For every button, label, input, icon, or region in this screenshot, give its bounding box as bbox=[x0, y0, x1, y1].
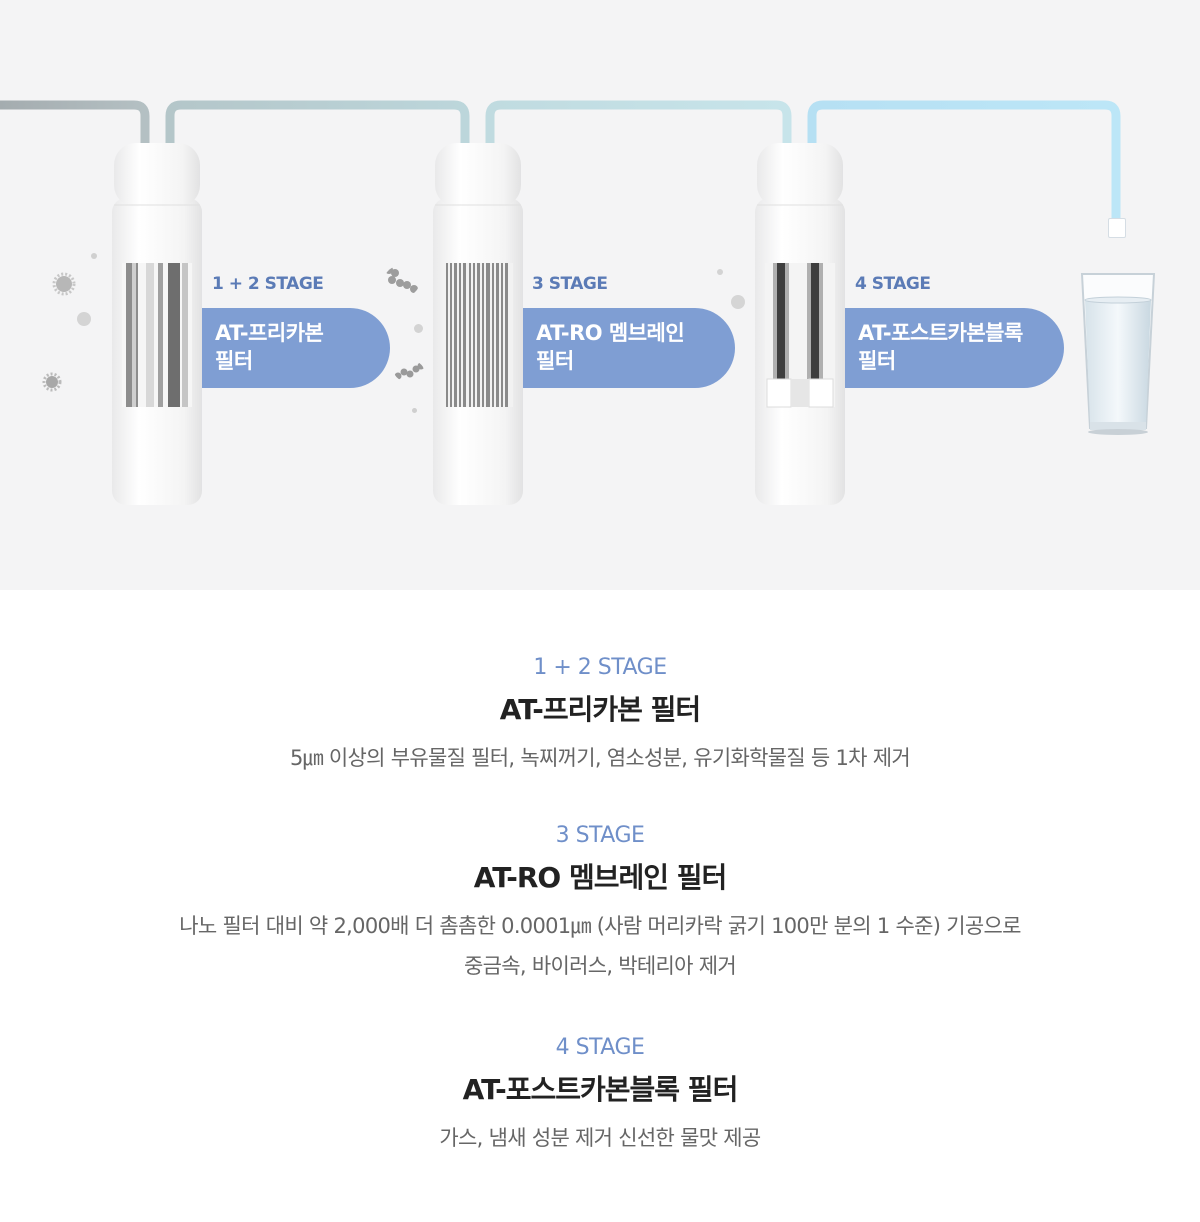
contaminant-particle-icon bbox=[394, 362, 424, 380]
filter-description: 5㎛ 이상의 부유물질 필터, 녹찌꺼기, 염소성분, 유기화학물질 등 1차 … bbox=[289, 746, 911, 770]
contaminant-particle-icon bbox=[412, 408, 417, 413]
contaminant-particle-icon bbox=[414, 324, 423, 333]
filter-cartridge-icon bbox=[755, 143, 845, 505]
stage-tag: 4 STAGE bbox=[855, 274, 931, 294]
filter-description-line: 중금속, 바이러스, 박테리아 제거 bbox=[464, 954, 737, 978]
filter-cartridge-icon bbox=[112, 143, 202, 505]
stage-label: 4 STAGE bbox=[555, 1035, 645, 1060]
filter-description: 가스, 냄새 성분 제거 신선한 물맛 제공 bbox=[439, 1126, 761, 1150]
contaminant-particle-icon bbox=[385, 266, 418, 293]
filter-name-line: AT-RO 멤브레인 bbox=[536, 321, 685, 345]
contaminant-particle-icon bbox=[52, 272, 76, 296]
contaminant-particle-icon bbox=[717, 269, 723, 275]
contaminant-particle-icon bbox=[731, 295, 745, 309]
stage-description: 4 STAGE AT-포스트카본블록 필터 가스, 냄새 성분 제거 신선한 물… bbox=[0, 1035, 1200, 1158]
contaminant-particle-icon bbox=[42, 372, 62, 392]
filter-title: AT-프리카본 필터 bbox=[499, 693, 701, 726]
stage-label: 3 STAGE bbox=[555, 823, 645, 848]
filter-description: 나노 필터 대비 약 2,000배 더 촘촘한 0.0001㎛ (사람 머리카락… bbox=[0, 906, 1200, 986]
faucet-nozzle-icon bbox=[1108, 218, 1126, 238]
filter-name-pill: AT-RO 멤브레인 필터 bbox=[523, 308, 735, 388]
contaminant-particle-icon bbox=[91, 253, 97, 259]
stage-description: 3 STAGE AT-RO 멤브레인 필터 나노 필터 대비 약 2,000배 … bbox=[0, 823, 1200, 986]
stage-tag: 1 + 2 STAGE bbox=[212, 274, 324, 294]
filter-name-line: 필터 bbox=[536, 349, 574, 373]
filter-title: AT-RO 멤브레인 필터 bbox=[473, 861, 728, 894]
filter-name-line: 필터 bbox=[858, 349, 896, 373]
filter-title: AT-포스트카본블록 필터 bbox=[462, 1073, 739, 1106]
filter-name-line: AT-포스트카본블록 bbox=[858, 321, 1023, 345]
stage-description: 1 + 2 STAGE AT-프리카본 필터 5㎛ 이상의 부유물질 필터, 녹… bbox=[0, 655, 1200, 778]
filter-name-line: AT-프리카본 bbox=[215, 321, 324, 345]
filter-diagram: 1 + 2 STAGE AT-프리카본 필터 3 STAGE AT-RO 멤브레… bbox=[0, 0, 1200, 590]
filter-name-line: 필터 bbox=[215, 349, 253, 373]
filter-name-pill: AT-프리카본 필터 bbox=[202, 308, 390, 388]
stage-tag: 3 STAGE bbox=[532, 274, 608, 294]
contaminant-particle-icon bbox=[77, 312, 91, 326]
filter-description-line: 나노 필터 대비 약 2,000배 더 촘촘한 0.0001㎛ (사람 머리카락… bbox=[179, 914, 1021, 938]
stage-label: 1 + 2 STAGE bbox=[533, 655, 667, 680]
water-pipes bbox=[0, 100, 1121, 222]
filter-cartridge-icon bbox=[433, 143, 523, 505]
water-glass-icon bbox=[1080, 273, 1156, 435]
filter-name-pill: AT-포스트카본블록 필터 bbox=[845, 308, 1064, 388]
